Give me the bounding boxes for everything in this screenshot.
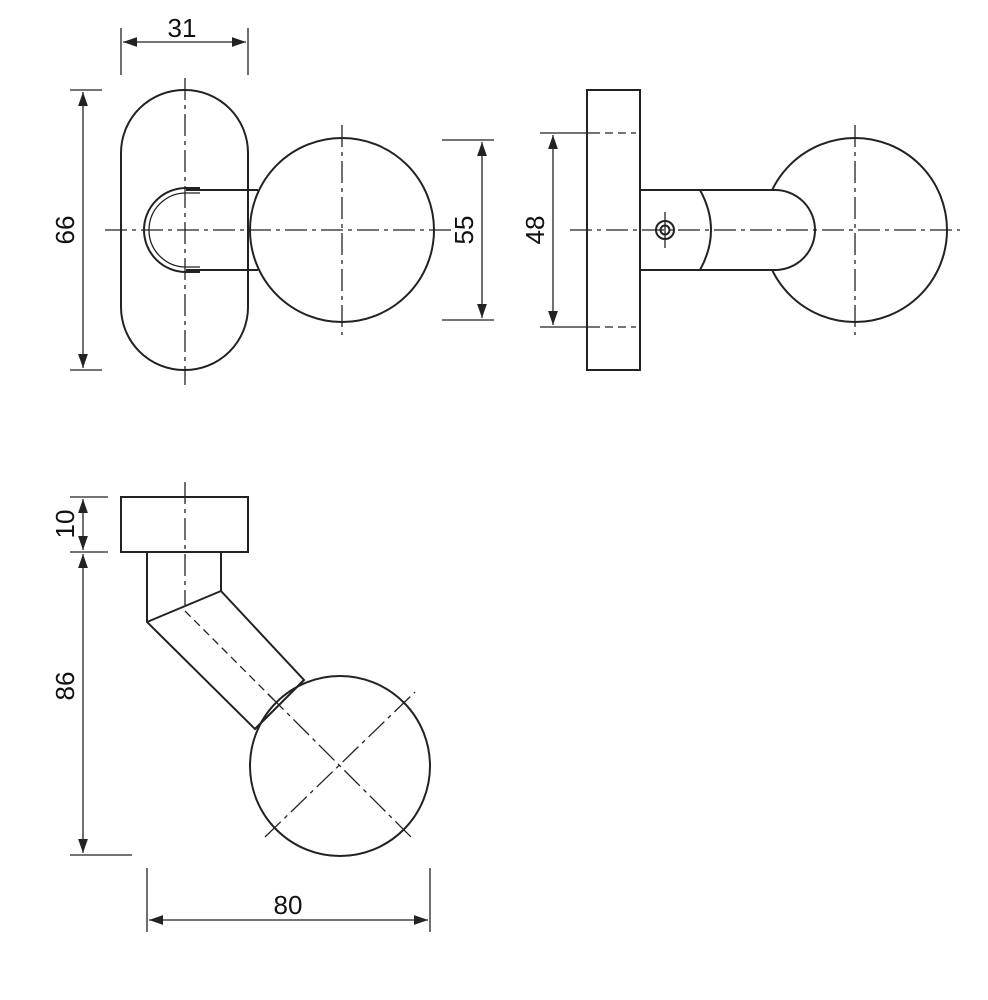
dimension-55-label: 55 — [449, 216, 479, 245]
shank-bend-line — [699, 189, 712, 271]
dimension-31-label: 31 — [168, 13, 197, 43]
knob-centerline-diag-1 — [267, 693, 413, 839]
dimension-80-label: 80 — [274, 890, 303, 920]
plan-view: 10 86 80 — [50, 482, 431, 932]
side-view: 48 — [520, 89, 960, 371]
knob-centerline-diag-2 — [264, 691, 416, 838]
shank-bend-line — [146, 590, 222, 623]
dimension-86-label: 86 — [50, 672, 80, 701]
front-view: 31 66 55 — [50, 13, 494, 385]
shank-knob-joint — [254, 679, 305, 730]
dimension-66-label: 66 — [50, 216, 80, 245]
dimension-10-label: 10 — [50, 510, 80, 539]
dimension-48-label: 48 — [520, 216, 550, 245]
